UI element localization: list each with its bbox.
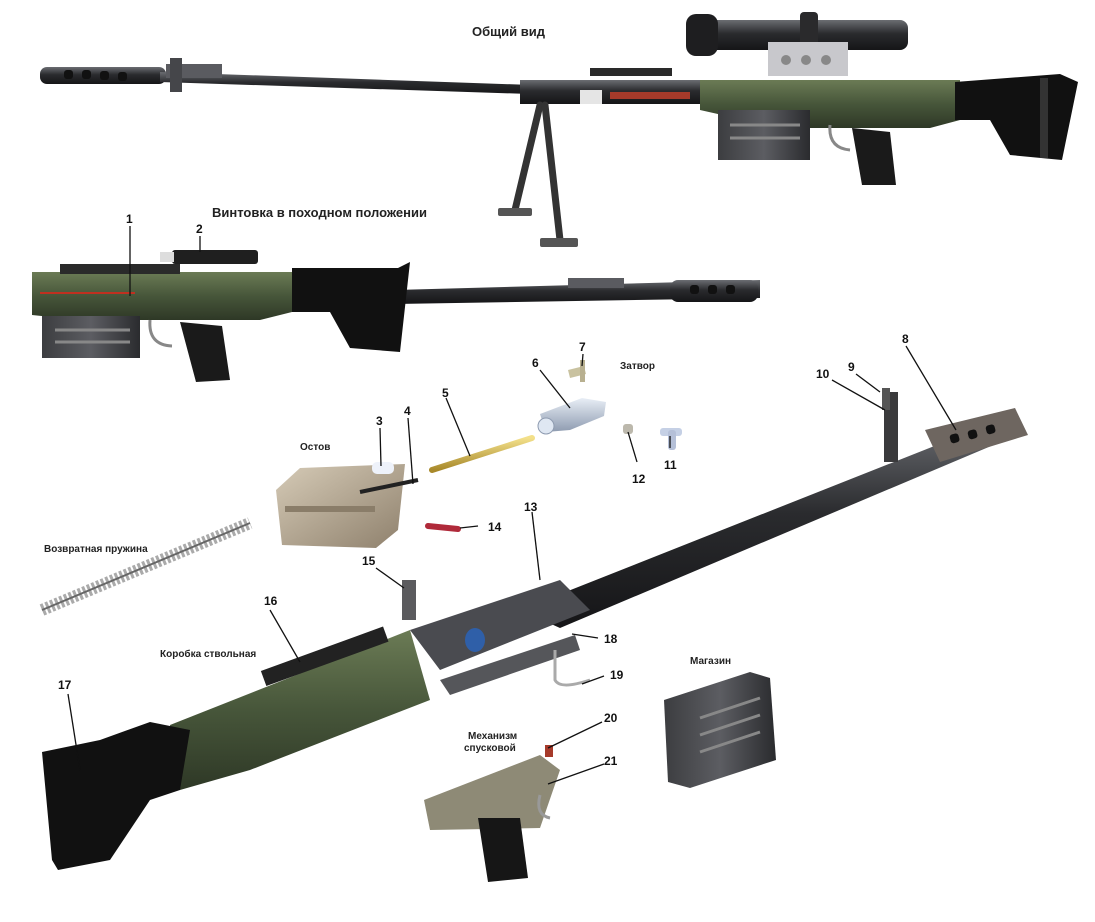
bipod — [511, 101, 564, 244]
callout-3: 3 — [376, 414, 383, 428]
callout-11: 11 — [664, 458, 677, 472]
label-trigger-line2: спусковой — [464, 743, 516, 754]
buttstock — [955, 74, 1078, 160]
callout-10: 10 — [816, 367, 830, 381]
callout-15: 15 — [362, 554, 376, 568]
callout-14: 14 — [488, 520, 502, 534]
callout-13: 13 — [524, 500, 538, 514]
barrel — [160, 72, 560, 95]
rifle-general-view — [40, 12, 1078, 247]
callout-17: 17 — [58, 678, 72, 692]
trigger-mechanism — [424, 745, 560, 882]
label-return-spring: Возвратная пружина — [44, 544, 148, 555]
magazine-exploded — [664, 672, 776, 788]
callout-19: 19 — [610, 668, 624, 682]
muzzle-brake — [40, 67, 166, 84]
firing-pin — [429, 435, 535, 473]
label-receiver: Коробка ствольная — [160, 649, 257, 660]
callout-5: 5 — [442, 386, 449, 400]
callout-18: 18 — [604, 632, 618, 646]
leader-lines — [67, 226, 957, 785]
callout-6: 6 — [532, 356, 539, 370]
callout-16: 16 — [264, 594, 278, 608]
label-trigger-line1: Механизм — [468, 731, 518, 742]
long-barrel — [520, 420, 1010, 628]
receiver-body-travel — [32, 272, 292, 320]
callout-7: 7 — [579, 340, 586, 354]
callout-21: 21 — [604, 754, 618, 768]
callout-2: 2 — [196, 222, 203, 236]
label-frame: Остов — [300, 442, 331, 453]
magazine — [718, 110, 810, 160]
callout-8: 8 — [902, 332, 909, 346]
callout-20: 20 — [604, 711, 618, 725]
buttstock-exploded — [42, 722, 190, 870]
callout-1: 1 — [126, 212, 133, 226]
label-magazine: Магазин — [690, 656, 732, 667]
label-bolt: Затвор — [620, 361, 655, 372]
receiver-assembly — [42, 388, 1028, 870]
callout-12: 12 — [632, 472, 646, 486]
scope — [686, 12, 908, 76]
frame-part — [276, 462, 419, 548]
callout-9: 9 — [848, 360, 855, 374]
bolt-part — [537, 398, 606, 435]
title-travel-position: Винтовка в походном положении — [212, 205, 427, 220]
title-general-view: Общий вид — [472, 24, 545, 39]
return-spring — [39, 517, 253, 616]
pistol-grip — [852, 128, 896, 185]
callout-4: 4 — [404, 404, 411, 418]
rifle-travel-position — [32, 250, 760, 382]
